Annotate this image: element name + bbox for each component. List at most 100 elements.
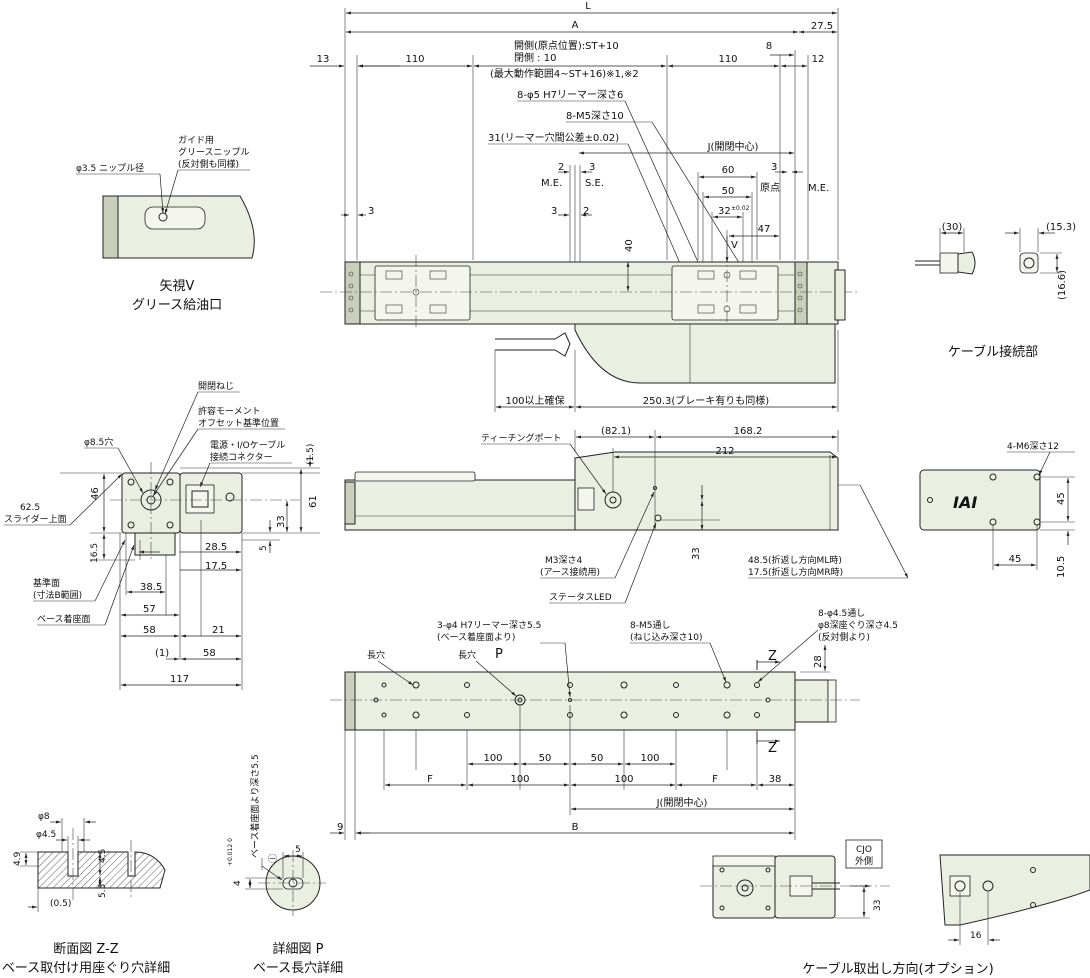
detail-p: 5 ㊀ 4 +0.012 0 ベース着座面より深さ5.5 詳細図 P ベース長穴… (227, 754, 343, 976)
detail-p-dim-4: 4 (233, 880, 243, 886)
m3-label-1: M3深さ4 (545, 555, 582, 566)
iai-logo: IAI (953, 493, 977, 512)
cable-top-view (495, 332, 571, 357)
detail-p-ref-icon: ㊀ (268, 854, 277, 865)
connector-label-1: 電源・I/Oケーブル (210, 439, 285, 451)
dim-28: 28 (813, 655, 824, 668)
end-cap-left (344, 261, 361, 325)
dim-3b: 3 (551, 206, 557, 217)
detail-p-title: 詳細図 P (273, 941, 324, 957)
view-v-title: 矢視V (160, 279, 195, 294)
dim-46: 46 (90, 487, 101, 500)
dim-50: 50 (722, 186, 735, 197)
cable-option-view: CJO 外側 33 16 ケーブル取出し方向(オプション) (700, 839, 1090, 977)
dim-48-5: 48.5(折返し方向ML時) (748, 554, 842, 566)
dim-57: 57 (143, 604, 156, 615)
dim-1: (1) (155, 648, 169, 659)
dim-100d: 100 (614, 774, 633, 785)
z-marker-bottom: Z (768, 741, 777, 756)
dim-50a: 50 (539, 753, 552, 764)
side-motor-housing (574, 451, 839, 531)
slider-left-top (374, 265, 471, 321)
dim-58a: 58 (143, 625, 156, 636)
m5-through-1: 8-M5通し (630, 620, 670, 631)
cable-option-title: ケーブル取出し方向(オプション) (802, 961, 993, 977)
dim-2a: 2 (558, 162, 564, 173)
dim-110-left: 110 (405, 54, 424, 65)
nipple-label-3: (反対側も同様) (178, 158, 239, 170)
counterbore-3: (反対側より) (818, 631, 870, 643)
slider-right-top (671, 265, 779, 321)
dim-30: (30) (942, 222, 963, 233)
dim-117: 117 (170, 674, 189, 685)
dim-5: 5 (259, 545, 269, 551)
dim-15-3: (15.3) (1046, 222, 1076, 233)
counterbore-2: φ8深座ぐり深さ4.5 (818, 619, 898, 631)
zz-subtitle: ベース取付け用座ぐり穴詳細 (2, 960, 170, 976)
dim-168-2: 168.2 (734, 426, 763, 437)
counterbore-1: 8-φ4.5通し (818, 608, 865, 619)
ref-surface-2: (寸法B範囲) (33, 589, 82, 601)
dim-100a: 100 (483, 753, 502, 764)
dim-17-5: 17.5 (205, 561, 227, 572)
zz-title: 断面図 Z-Z (53, 942, 119, 957)
dim-38: 38 (769, 774, 782, 785)
p-marker: P (495, 647, 503, 662)
cjo-label-1: CJO (856, 845, 872, 855)
reamer-label-2: (ベース着座面より) (437, 631, 515, 643)
dim-33-side: 33 (691, 547, 702, 560)
stroke-note-2: 閉側 : 10 (514, 51, 556, 64)
dim-45-horizontal: 45 (1009, 554, 1022, 565)
dim-9: 9 (337, 822, 343, 833)
zz-dia-4-5: φ4.5 (36, 830, 56, 840)
j-center-top: J(開閉中心) (707, 140, 759, 153)
slot-label-b: 長穴 (458, 649, 476, 661)
connector-label-2: 接続コネクター (210, 451, 273, 463)
teaching-port-label: ティーチングポート (481, 432, 561, 444)
reamer-note: 8-φ5 H7リーマー深さ6 (517, 89, 623, 101)
stroke-note-3: (最大動作範囲4~ST+16)※1,※2 (490, 67, 639, 80)
dim-62-5: 62.5 (20, 503, 40, 513)
stroke-note-1: 開側(原点位置):ST+10 (514, 39, 619, 52)
dim-100-clearance: 100以上確保 (505, 394, 564, 407)
dim-32: 32 (718, 206, 731, 217)
m6-label: 4-M6深さ12 (1007, 441, 1059, 452)
dim-100b: 100 (640, 753, 659, 764)
reamer-label-1: 3-φ4 H7リーマー深さ5.5 (437, 620, 541, 631)
open-screw-label: 開閉ねじ (198, 381, 234, 392)
motor-housing-top (574, 323, 836, 384)
connector-icon (185, 484, 215, 514)
cable-option-dim-33: 33 (873, 900, 883, 911)
dim-3c: 3 (368, 206, 374, 217)
dim-B: B (572, 822, 579, 833)
z-marker-top: Z (768, 649, 777, 664)
dim-250-3: 250.3(ブレーキ有りも同様) (643, 394, 770, 407)
m5-note: 8-M5深さ10 (566, 110, 624, 122)
ref-surface-1: 基準面 (33, 577, 60, 589)
dim-3a: 3 (589, 162, 595, 173)
dim-A: A (572, 20, 579, 31)
dim-45-vertical: 45 (1056, 492, 1067, 505)
dim-21: 21 (212, 625, 225, 636)
dim-82-1: (82.1) (601, 426, 631, 437)
zz-dim-4-5: 4.5 (98, 849, 108, 863)
cable-connection-view: (30) (15.3) (16.6) ケーブル接続部 (915, 222, 1076, 360)
dim-2b: 2 (583, 206, 589, 217)
top-view: L A 27.5 13 110 110 12 8 開側(原点位置):ST+10 … (310, 1, 860, 412)
dim-58b: 58 (203, 648, 216, 659)
dim-61: 61 (308, 495, 319, 508)
pitch-note: 31(リーマー穴間公差±0.02) (488, 131, 619, 144)
end-view: 開閉ねじ 許容モーメント オフセット基準位置 φ8.5穴 電源・I/Oケーブル … (4, 381, 320, 690)
bottom-view: 3-φ4 H7リーマー深さ5.5 (ベース着座面より) 8-M5通し (ねじ込み… (330, 608, 898, 840)
dim-32-tol: ±0.02 (731, 205, 750, 212)
dim-50b: 50 (591, 753, 604, 764)
dim-212: 212 (715, 446, 734, 457)
me-left: M.E. (541, 178, 562, 189)
dim-1-5: (1.5) (306, 444, 316, 465)
j-center-bottom: J(開閉中心) (656, 796, 708, 809)
dim-110-right: 110 (718, 54, 737, 65)
dim-47: 47 (758, 224, 771, 235)
detail-p-dim-5: 5 (295, 845, 301, 855)
section-zz-hatch (37, 851, 166, 889)
